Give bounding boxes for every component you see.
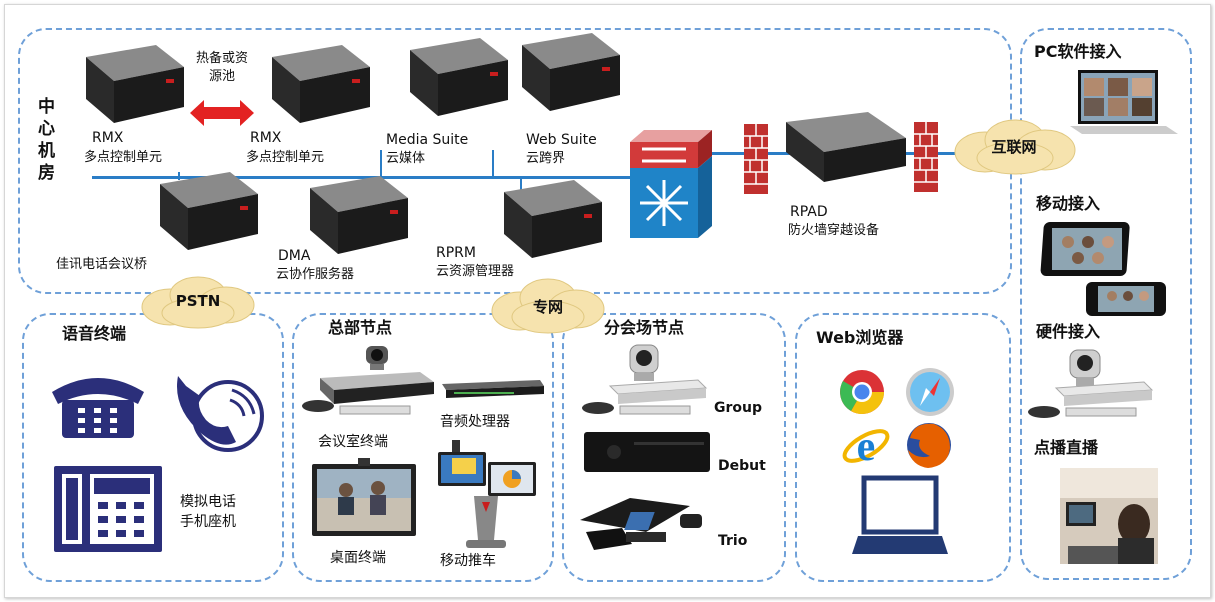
private-network-cloud-label: 专网	[532, 298, 563, 316]
smartphone-icon	[1086, 282, 1166, 316]
web-browser-title: Web浏览器	[816, 328, 904, 347]
fax-icon	[54, 466, 162, 552]
web-browser-zone	[795, 313, 1011, 582]
hardware-codec-icon	[1028, 381, 1154, 418]
room-terminal-label: 会议室终端	[318, 434, 388, 450]
double-arrow-icon	[190, 100, 254, 126]
audio-processor-icon	[442, 380, 544, 398]
media-suite-name: Media Suite	[386, 132, 469, 148]
hot-standby-label: 热备或资源池	[196, 51, 249, 84]
hardware-access-title: 硬件接入	[1036, 322, 1101, 341]
server-icon	[410, 38, 508, 116]
analog-phone-label-1: 模拟电话	[180, 494, 236, 510]
branch-node-title: 分会场节点	[604, 318, 685, 337]
laptop-icon	[1070, 70, 1178, 134]
rpad-name: RPAD	[790, 204, 828, 220]
dma-desc: 云协作服务器	[276, 267, 355, 282]
camera-icon	[629, 344, 659, 381]
cloud-icon	[954, 119, 1076, 175]
bus-drop-4	[492, 150, 494, 178]
bus-drop-3	[380, 150, 382, 178]
media-suite-desc: 云媒体	[386, 151, 426, 166]
mobile-cart-label: 移动推车	[440, 553, 496, 569]
center-room-title: 中心机房	[38, 97, 55, 183]
trio-label: Trio	[718, 533, 748, 549]
desktop-terminal-label: 桌面终端	[330, 550, 386, 566]
server-icon	[310, 176, 408, 254]
web-suite-desc: 云跨界	[526, 151, 566, 166]
group-codec-icon	[582, 379, 708, 415]
tablet-icon	[1040, 222, 1130, 276]
mobile-access-title: 移动接入	[1036, 194, 1101, 213]
rprm-desc: 云资源管理器	[436, 264, 515, 279]
ie-icon: e	[842, 424, 890, 470]
audio-processor-label: 音频处理器	[440, 414, 510, 430]
firefox-icon	[907, 423, 951, 468]
svg-text:e: e	[857, 424, 876, 470]
dma-name: DMA	[278, 248, 311, 264]
rprm-name: RPRM	[436, 245, 476, 261]
switch-icon	[630, 130, 712, 238]
trio-device-icon	[580, 498, 702, 550]
pstn-cloud-label: PSTN	[175, 292, 221, 310]
server-icon	[86, 45, 184, 123]
vod-live-title: 点播直播	[1034, 438, 1099, 457]
access-zone	[1020, 28, 1192, 580]
pc-access-title: PC软件接入	[1034, 42, 1122, 61]
rmx2-name: RMX	[250, 130, 282, 146]
rpad-desc: 防火墙穿越设备	[788, 223, 880, 238]
analog-phone-label-2: 手机座机	[180, 514, 236, 530]
safari-icon	[906, 368, 954, 416]
chrome-icon	[840, 370, 884, 414]
server-icon	[522, 33, 620, 111]
desktop-terminal-icon	[312, 458, 416, 536]
branch-node-zone	[562, 313, 786, 582]
rmx1-desc: 多点控制单元	[84, 150, 163, 165]
rmx2-desc: 多点控制单元	[246, 150, 325, 165]
bus-drop-1	[178, 172, 180, 180]
voice-terminal-title: 语音终端	[62, 324, 127, 343]
firewall-icon	[744, 124, 768, 194]
firewall-icon	[914, 122, 938, 192]
cloud-icon	[491, 278, 605, 334]
group-label: Group	[714, 400, 763, 416]
cloud-icon	[141, 276, 255, 329]
rmx1-name: RMX	[92, 130, 124, 146]
camera-icon	[366, 346, 388, 370]
server-icon	[160, 172, 258, 250]
hq-node-zone	[292, 313, 554, 582]
camera-icon	[1069, 349, 1101, 386]
bus-line	[92, 176, 632, 179]
internet-cloud-label: 互联网	[991, 138, 1037, 156]
web-suite-name: Web Suite	[526, 132, 597, 148]
server-icon	[504, 180, 602, 258]
handset-icon	[177, 376, 264, 452]
vod-live-photo	[1060, 468, 1158, 564]
mobile-cart-icon	[438, 440, 536, 548]
hq-node-title: 总部节点	[328, 318, 393, 337]
debut-label: Debut	[718, 458, 766, 474]
server-icon	[786, 112, 906, 182]
debut-device-icon	[584, 432, 710, 472]
video-codec-icon	[302, 372, 434, 415]
phone-icon	[52, 378, 144, 438]
server-icon	[272, 45, 370, 123]
laptop-icon	[852, 475, 948, 554]
bus-drop-5	[520, 176, 522, 200]
bridge-desc: 佳讯电话会议桥	[56, 257, 148, 272]
